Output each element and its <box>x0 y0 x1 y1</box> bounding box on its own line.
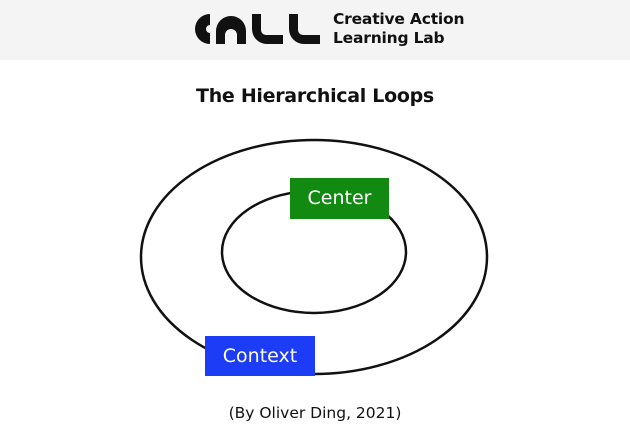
context-label-box: Context <box>205 336 315 376</box>
org-name-line2: Learning Lab <box>333 29 445 47</box>
context-label: Context <box>222 345 298 367</box>
org-name: Creative Action Learning Lab <box>333 10 465 48</box>
logo-letter-l2 <box>289 14 320 44</box>
org-name-line1: Creative Action <box>333 10 465 28</box>
center-label: Center <box>307 187 372 209</box>
header-band <box>0 0 630 60</box>
logo-letter-a <box>216 16 246 44</box>
center-label-box: Center <box>290 178 389 219</box>
calll-logo <box>195 14 320 44</box>
logo-letter-c <box>195 14 210 44</box>
diagram-title: The Hierarchical Loops <box>196 85 434 107</box>
logo-letter-l1 <box>252 14 283 44</box>
credit-text: (By Oliver Ding, 2021) <box>228 404 402 422</box>
